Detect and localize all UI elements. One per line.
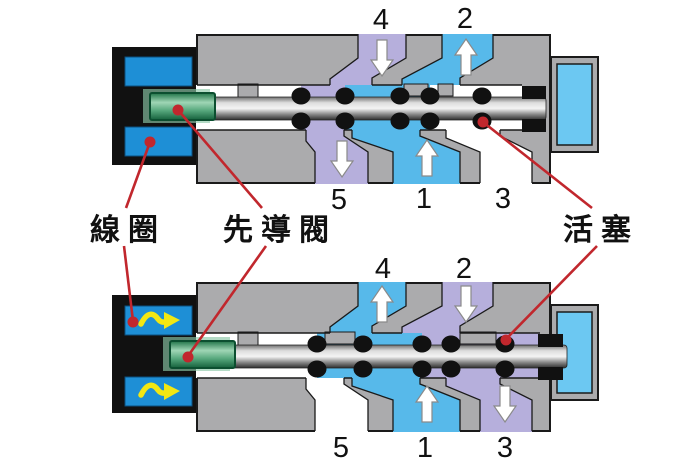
pressure-chamber <box>556 63 593 146</box>
callout-line <box>186 245 268 357</box>
bore-edges <box>197 332 540 379</box>
spool-end-seal <box>522 86 546 99</box>
port-label-2: 2 <box>456 253 472 285</box>
port-1-channel <box>352 378 460 432</box>
channel-outlines <box>305 34 533 183</box>
channel-outlines <box>305 282 533 431</box>
callout-dot <box>182 351 194 363</box>
flow-up-arrow-icon <box>414 384 440 423</box>
current-arrow-icon <box>138 382 180 400</box>
port-label-1: 1 <box>416 183 432 215</box>
callout-line <box>124 141 152 209</box>
callouts: 線圈 先導閥 活塞 <box>90 104 639 363</box>
valve-state-1: 4 2 5 1 3 <box>112 3 599 216</box>
bore-land <box>237 331 259 347</box>
port-label-5: 5 <box>331 184 347 216</box>
callout-dot <box>500 334 512 346</box>
port-label-3: 3 <box>497 432 513 464</box>
callout-dot <box>172 104 184 116</box>
bore-land <box>324 331 356 345</box>
valve-state-2: 4 2 5 1 3 <box>112 253 599 464</box>
coil-callout-label: 線圈 <box>90 213 166 247</box>
port-label-4: 4 <box>375 253 391 285</box>
callout-line <box>122 245 135 322</box>
bore-edges <box>197 84 522 131</box>
piston-callout-label: 活塞 <box>563 213 639 247</box>
port-label-2: 2 <box>457 3 473 35</box>
callout-dot <box>144 136 156 148</box>
spool-seals <box>291 86 546 132</box>
flow-down-arrow-icon <box>329 140 355 179</box>
flow-up-arrow-icon <box>414 138 440 177</box>
callout-line <box>482 120 593 210</box>
port-label-4: 4 <box>373 4 389 36</box>
callout-line <box>177 109 263 209</box>
bore-land <box>437 83 454 97</box>
piston-rod <box>227 344 568 369</box>
pilot-valve-callout-label: 先導閥 <box>223 214 337 247</box>
port-label-1: 1 <box>417 432 433 464</box>
callout-dot <box>477 116 489 128</box>
coil-lower <box>124 126 193 157</box>
bore-land <box>459 331 497 345</box>
piston-rod <box>204 96 547 121</box>
bore-land <box>237 83 259 99</box>
spool-end-seal <box>522 119 546 132</box>
flow-down-arrow-icon <box>492 385 518 424</box>
spool-seals <box>307 334 563 380</box>
flow-down-arrow-icon <box>453 285 479 324</box>
flow-up-arrow-icon <box>369 284 395 323</box>
coil-upper <box>124 56 193 87</box>
port-label-5: 5 <box>333 432 349 464</box>
port-5-channel <box>306 378 368 432</box>
spool-end-seal <box>538 334 563 347</box>
flow-up-arrow-icon <box>453 37 479 76</box>
flow-down-arrow-icon <box>369 39 395 78</box>
port-1-channel <box>352 130 460 184</box>
callout-dot <box>127 316 139 328</box>
port-label-3: 3 <box>495 183 511 215</box>
pilot-plunger <box>169 340 236 369</box>
spool-end-seal <box>538 367 563 380</box>
callout-line <box>505 245 598 340</box>
current-arrow-icon <box>138 311 180 329</box>
pilot-plunger <box>149 92 216 121</box>
